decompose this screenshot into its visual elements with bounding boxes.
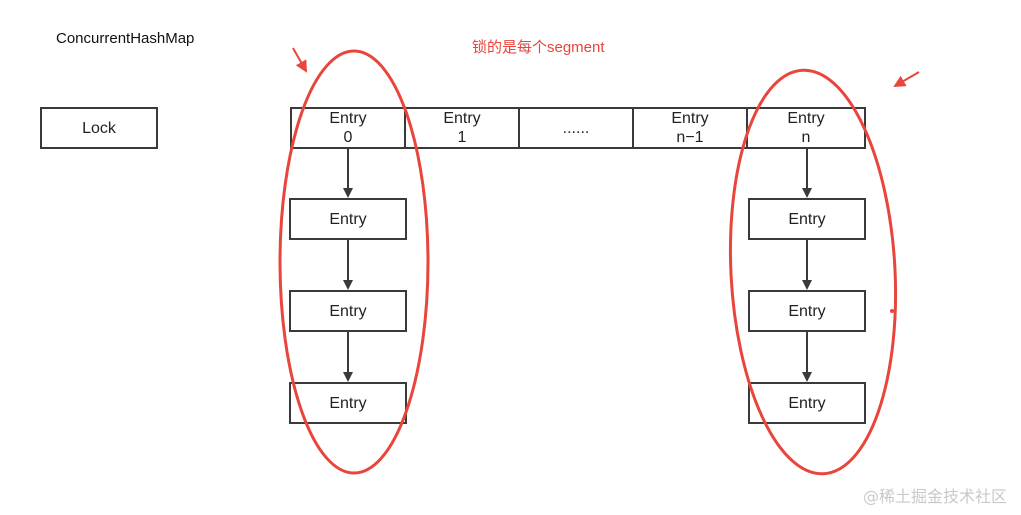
array-cell-index: n−1	[676, 129, 704, 146]
watermark-text: @稀土掘金技术社区	[862, 487, 1007, 506]
left-chain-node-3: Entry	[289, 382, 407, 424]
array-cell-index: n	[801, 129, 811, 146]
array-cell-label: Entry	[671, 110, 709, 127]
left-chain-node-2: Entry	[289, 290, 407, 332]
segment-highlight-left	[278, 49, 430, 475]
array-cell-index: 0	[343, 129, 353, 146]
node-label: Entry	[329, 302, 367, 320]
array-cell-label: ......	[562, 119, 590, 137]
array-cell-label: Entry	[787, 110, 825, 127]
node-label: Entry	[788, 302, 826, 320]
array-cell-index: 1	[457, 129, 467, 146]
pointer-arrow-right	[893, 71, 920, 88]
left-chain-node-1: Entry	[289, 198, 407, 240]
segment-highlight-right	[728, 68, 898, 476]
pointer-arrow-left	[292, 47, 307, 73]
array-cell-n: Entry n	[746, 107, 866, 149]
lock-box: Lock	[40, 107, 158, 149]
diagram-title: ConcurrentHashMap	[56, 30, 195, 47]
array-cell-ellipsis: ......	[518, 107, 634, 149]
right-chain-node-1: Entry	[748, 198, 866, 240]
right-chain-node-2: Entry	[748, 290, 866, 332]
array-cell-1: Entry 1	[404, 107, 520, 149]
array-cell-n-minus-1: Entry n−1	[632, 107, 748, 149]
stray-red-mark	[890, 309, 894, 313]
array-cell-label: Entry	[329, 110, 367, 127]
node-label: Entry	[788, 210, 826, 228]
array-cell-label: Entry	[443, 110, 481, 127]
node-label: Entry	[788, 394, 826, 412]
lock-label: Lock	[82, 119, 116, 137]
right-chain-node-3: Entry	[748, 382, 866, 424]
array-cell-0: Entry 0	[290, 107, 406, 149]
segment-lock-annotation: 锁的是每个segment	[472, 39, 605, 56]
node-label: Entry	[329, 394, 367, 412]
node-label: Entry	[329, 210, 367, 228]
